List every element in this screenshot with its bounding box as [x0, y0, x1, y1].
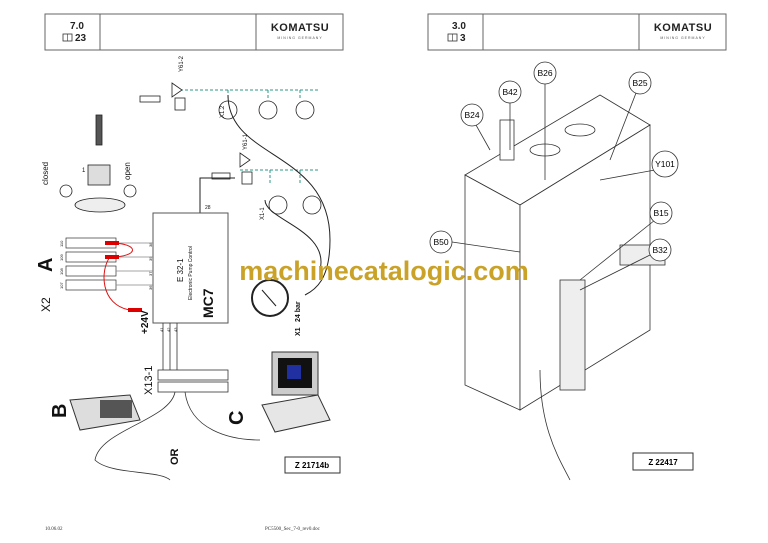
callout-b24: B24	[464, 110, 479, 120]
svg-text:108: 108	[59, 268, 64, 275]
pump-cabinet-drawing	[464, 94, 666, 481]
svg-text:41: 41	[159, 327, 164, 332]
left-header: 7.0 23 KOMATSU MINING GERMANY	[44, 13, 344, 51]
handheld-programmer	[69, 394, 141, 431]
ecu-description: Electronic Pump Control	[188, 246, 194, 300]
terminal-numbers: 110 109 108 107	[59, 240, 64, 289]
svg-text:43: 43	[173, 327, 178, 332]
svg-text:38: 38	[148, 242, 153, 247]
connector-label-x1-1: X1-1	[260, 207, 266, 220]
figure-ref-box-right	[632, 452, 694, 471]
or-label: OR	[169, 448, 181, 465]
connector-label-x1-2: X1.2	[220, 105, 226, 118]
svg-text:39: 39	[148, 256, 153, 261]
svg-text:42: 42	[166, 327, 171, 332]
key-switch-illustration	[59, 114, 137, 213]
callout-b42: B42	[502, 87, 517, 97]
laptop-illustration	[261, 351, 331, 433]
svg-text:37: 37	[148, 271, 153, 276]
callout-b50: B50	[433, 237, 448, 247]
figure-ref-right: Z 22417	[648, 458, 678, 467]
footer-filename: PC5500_Sec_7-0_rev0.doc	[265, 527, 321, 532]
pressure-gauge	[251, 279, 289, 317]
footer-date: 10.06.02	[45, 527, 63, 532]
svg-text:36: 36	[148, 285, 153, 290]
option-b-label: B	[49, 404, 71, 418]
gauge-label-x1: X1	[295, 327, 302, 336]
ecu-box	[152, 212, 229, 324]
logo-subtitle: MINING GERMANY	[277, 36, 322, 40]
watermark: machinecatalogic.com	[239, 256, 529, 286]
gauges-and-valves	[139, 82, 322, 215]
svg-text:109: 109	[59, 254, 64, 261]
connector-x13-1	[94, 323, 261, 481]
callout-y101: Y101	[655, 159, 675, 169]
position-1-label: 1	[82, 168, 86, 174]
option-c-label: C	[226, 411, 248, 425]
komatsu-logo: KOMATSU	[654, 22, 712, 34]
callout-b26: B26	[537, 68, 552, 78]
gauge-range: 24 bar	[295, 301, 302, 322]
valve-label-y61-1: Y61-1	[243, 133, 249, 150]
open-label: open	[123, 162, 132, 180]
section-number: 3.0	[452, 21, 466, 32]
ecu-model: MC7	[200, 288, 216, 318]
terminal-strip-x2	[65, 237, 153, 312]
ecu-pins: 38 39 37 36 41 42 43	[148, 242, 178, 332]
callout-b32: B32	[652, 245, 667, 255]
svg-text:107: 107	[59, 282, 64, 289]
figure-ref-box-left	[284, 456, 341, 474]
terminal-label-x2: X2	[39, 297, 53, 312]
logo-subtitle: MINING GERMANY	[660, 36, 705, 40]
ecu-id: E 32-1	[176, 258, 185, 282]
page-number: 3	[460, 33, 466, 44]
section-number: 7.0	[70, 21, 84, 32]
closed-label: closed	[41, 162, 50, 185]
callout-b15: B15	[653, 208, 668, 218]
svg-text:110: 110	[59, 240, 64, 247]
komatsu-logo: KOMATSU	[271, 22, 329, 34]
callouts	[429, 61, 679, 291]
section-a-label: A	[35, 258, 57, 272]
pin-28: 28	[205, 205, 211, 211]
valve-label-y61-2: Y61-2	[179, 55, 185, 72]
connector-label-x13-1: X13-1	[143, 366, 155, 395]
supply-label: +24V	[140, 310, 151, 334]
figure-ref-left: Z 21714b	[295, 461, 329, 470]
page-number: 23	[75, 33, 87, 44]
right-header: 3.0 3 KOMATSU MINING GERMANY	[427, 13, 727, 51]
callout-b25: B25	[632, 78, 647, 88]
